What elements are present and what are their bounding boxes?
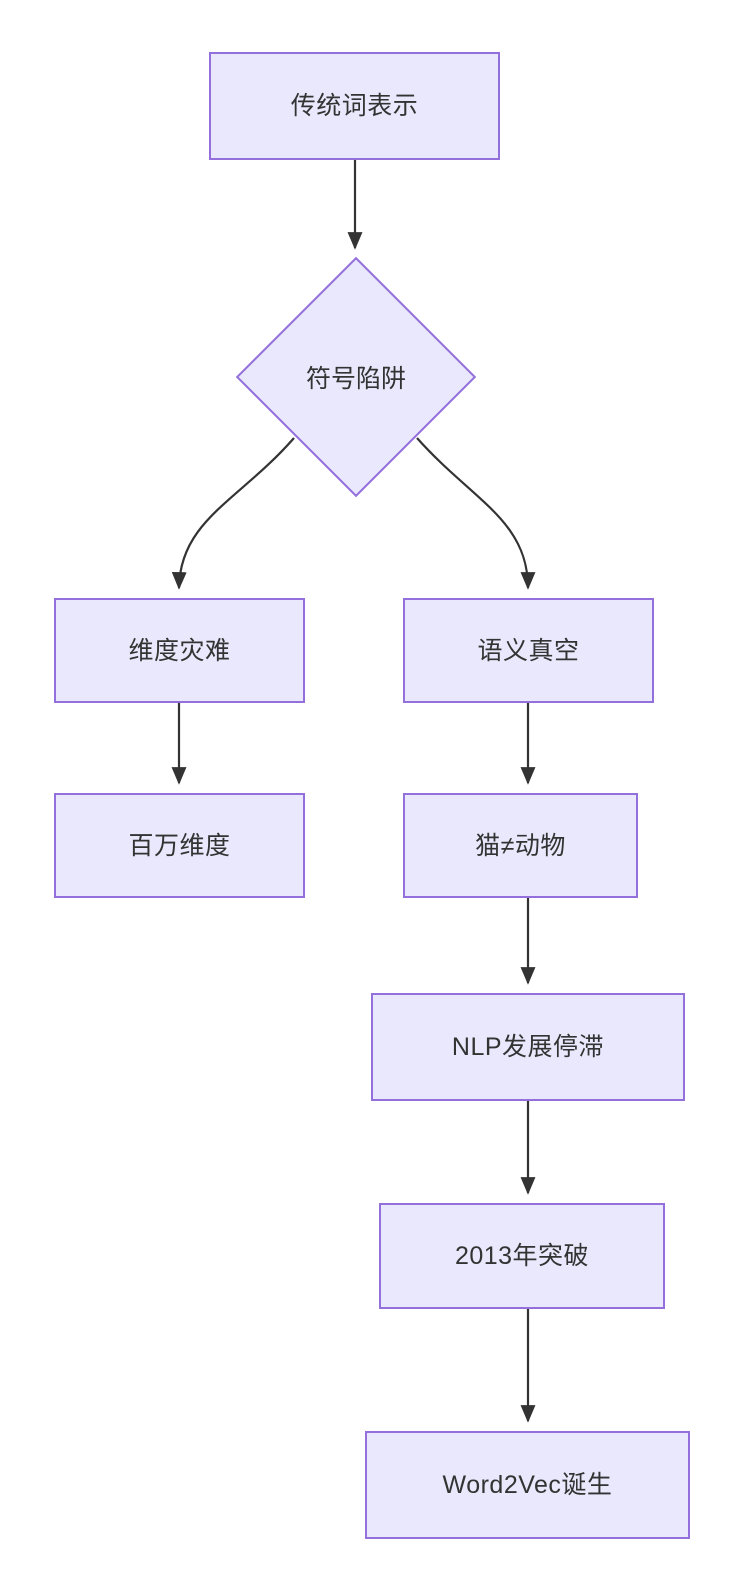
node-curse-of-dimensionality[interactable]: 维度灾难 bbox=[54, 598, 305, 703]
node-2013-breakthrough[interactable]: 2013年突破 bbox=[379, 1203, 665, 1309]
node-label: Word2Vec诞生 bbox=[442, 1471, 613, 1499]
node-symbol-trap[interactable]: 符号陷阱 bbox=[235, 256, 477, 498]
node-traditional-word-representation[interactable]: 传统词表示 bbox=[209, 52, 500, 160]
node-label: 传统词表示 bbox=[290, 92, 419, 120]
node-label: 猫≠动物 bbox=[475, 831, 566, 860]
node-label: NLP发展停滞 bbox=[451, 1033, 605, 1061]
edge-n2-n4 bbox=[416, 437, 536, 590]
node-nlp-stagnation[interactable]: NLP发展停滞 bbox=[371, 993, 685, 1101]
node-label: 维度灾难 bbox=[128, 636, 231, 665]
node-million-dimensions[interactable]: 百万维度 bbox=[54, 793, 305, 898]
edge-n2-n3 bbox=[171, 437, 295, 590]
node-label: 百万维度 bbox=[128, 831, 231, 860]
node-label: 语义真空 bbox=[477, 636, 580, 665]
node-label: 符号陷阱 bbox=[305, 365, 406, 393]
node-word2vec-birth[interactable]: Word2Vec诞生 bbox=[365, 1431, 690, 1539]
node-semantic-vacuum[interactable]: 语义真空 bbox=[403, 598, 654, 703]
node-label: 2013年突破 bbox=[454, 1242, 590, 1270]
node-cat-not-equal-animal[interactable]: 猫≠动物 bbox=[403, 793, 638, 898]
